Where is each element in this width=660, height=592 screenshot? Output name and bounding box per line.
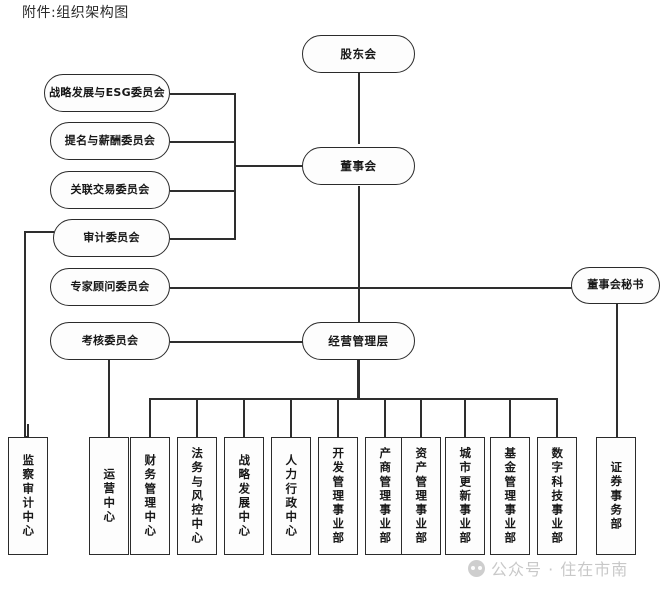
node-dept-asset-management-division[interactable]: 资产管理事业部 bbox=[401, 437, 441, 555]
connector-assessment-to-operations bbox=[108, 360, 110, 437]
node-label: 战略发展中心 bbox=[237, 453, 252, 539]
watermark: 公众号 · 住在市南 bbox=[468, 556, 628, 580]
node-label: 经营管理层 bbox=[328, 333, 389, 348]
node-label: 股东会 bbox=[340, 46, 377, 61]
wechat-official-account-icon bbox=[468, 559, 485, 577]
node-label: 城市更新事业部 bbox=[458, 446, 473, 546]
node-committee-assessment[interactable]: 考核委员会 bbox=[50, 322, 170, 360]
node-committee-nomination-remuneration[interactable]: 提名与薪酬委员会 bbox=[50, 122, 170, 160]
connector-board-to-management bbox=[358, 186, 360, 323]
node-dept-finance-management-center[interactable]: 财务管理中心 bbox=[130, 437, 170, 555]
connector-audit-drop bbox=[24, 231, 26, 437]
node-dept-hr-admin-center[interactable]: 人力行政中心 bbox=[271, 437, 311, 555]
node-shareholders-meeting[interactable]: 股东会 bbox=[302, 35, 415, 73]
page-title: 附件:组织架构图 bbox=[22, 5, 129, 21]
node-dept-strategy-development-center[interactable]: 战略发展中心 bbox=[224, 437, 264, 555]
connector-expert-advisory-to-secretary bbox=[170, 287, 574, 289]
node-label: 人力行政中心 bbox=[284, 453, 299, 539]
connector-strategy-esg-stub bbox=[170, 93, 236, 95]
connector-riser-fund-management bbox=[509, 398, 511, 437]
connector-related-transactions-stub bbox=[170, 190, 236, 192]
connector-riser-product-commerce bbox=[384, 398, 386, 437]
connector-shareholders-to-board bbox=[358, 72, 360, 144]
connector-riser-asset-management bbox=[420, 398, 422, 437]
connector-nomination-stub bbox=[170, 141, 236, 143]
node-label: 资产管理事业部 bbox=[414, 446, 429, 546]
node-dept-urban-renewal-division[interactable]: 城市更新事业部 bbox=[445, 437, 485, 555]
connector-riser-legal-risk bbox=[196, 398, 198, 437]
connector-audit-left-stub bbox=[24, 231, 54, 233]
connector-department-bus bbox=[149, 398, 558, 400]
node-label: 监察审计中心 bbox=[21, 453, 36, 539]
node-label: 专家顾问委员会 bbox=[70, 279, 150, 293]
node-label: 法务与风控中心 bbox=[190, 446, 205, 546]
node-dept-development-management-division[interactable]: 开发管理事业部 bbox=[318, 437, 358, 555]
node-board-secretary[interactable]: 董事会秘书 bbox=[571, 267, 660, 304]
node-committee-related-transactions[interactable]: 关联交易委员会 bbox=[50, 171, 170, 209]
node-label: 提名与薪酬委员会 bbox=[64, 133, 156, 147]
node-dept-securities-affairs-department[interactable]: 证券事务部 bbox=[596, 437, 636, 555]
connector-riser-urban-renewal bbox=[464, 398, 466, 437]
connector-assessment-to-management bbox=[170, 341, 306, 343]
connector-audit-drop-to-supervision bbox=[24, 436, 28, 438]
node-dept-operations-center[interactable]: 运营中心 bbox=[89, 437, 129, 555]
connector-management-down bbox=[357, 360, 360, 399]
node-dept-legal-risk-center[interactable]: 法务与风控中心 bbox=[177, 437, 217, 555]
node-label: 数字科技事业部 bbox=[550, 446, 565, 546]
node-label: 考核委员会 bbox=[81, 333, 139, 347]
node-dept-digital-technology-division[interactable]: 数字科技事业部 bbox=[537, 437, 577, 555]
watermark-text: 公众号 · 住在市南 bbox=[491, 560, 629, 579]
node-label: 产商管理事业部 bbox=[378, 446, 393, 546]
node-dept-supervision-audit-center[interactable]: 监察审计中心 bbox=[8, 437, 48, 555]
node-committee-audit[interactable]: 审计委员会 bbox=[53, 219, 170, 257]
connector-supervision-riser bbox=[27, 424, 29, 438]
node-label: 财务管理中心 bbox=[143, 453, 158, 539]
connector-riser-digital-tech bbox=[556, 398, 558, 437]
node-label: 董事会秘书 bbox=[587, 278, 644, 292]
connector-bus-to-board bbox=[234, 165, 306, 167]
node-label: 基金管理事业部 bbox=[503, 446, 518, 546]
node-committee-expert-advisory[interactable]: 专家顾问委员会 bbox=[50, 268, 170, 306]
node-committee-strategy-esg[interactable]: 战略发展与ESG委员会 bbox=[44, 74, 170, 112]
connector-riser-finance bbox=[149, 398, 151, 437]
connector-audit-stub bbox=[170, 238, 236, 240]
connector-riser-development bbox=[337, 398, 339, 437]
node-management-layer[interactable]: 经营管理层 bbox=[302, 322, 415, 360]
node-label: 开发管理事业部 bbox=[331, 446, 346, 546]
node-label: 董事会 bbox=[340, 158, 377, 173]
node-label: 运营中心 bbox=[102, 467, 117, 525]
node-label: 审计委员会 bbox=[83, 230, 140, 244]
connector-riser-hr-admin bbox=[290, 398, 292, 437]
node-label: 证券事务部 bbox=[609, 460, 624, 532]
connector-secretary-to-securities bbox=[616, 303, 618, 437]
node-dept-product-commerce-division[interactable]: 产商管理事业部 bbox=[365, 437, 405, 555]
node-dept-fund-management-division[interactable]: 基金管理事业部 bbox=[490, 437, 530, 555]
node-board-of-directors[interactable]: 董事会 bbox=[302, 147, 415, 185]
node-label: 战略发展与ESG委员会 bbox=[49, 85, 165, 99]
connector-riser-strategy-dev bbox=[243, 398, 245, 437]
node-label: 关联交易委员会 bbox=[70, 182, 150, 196]
